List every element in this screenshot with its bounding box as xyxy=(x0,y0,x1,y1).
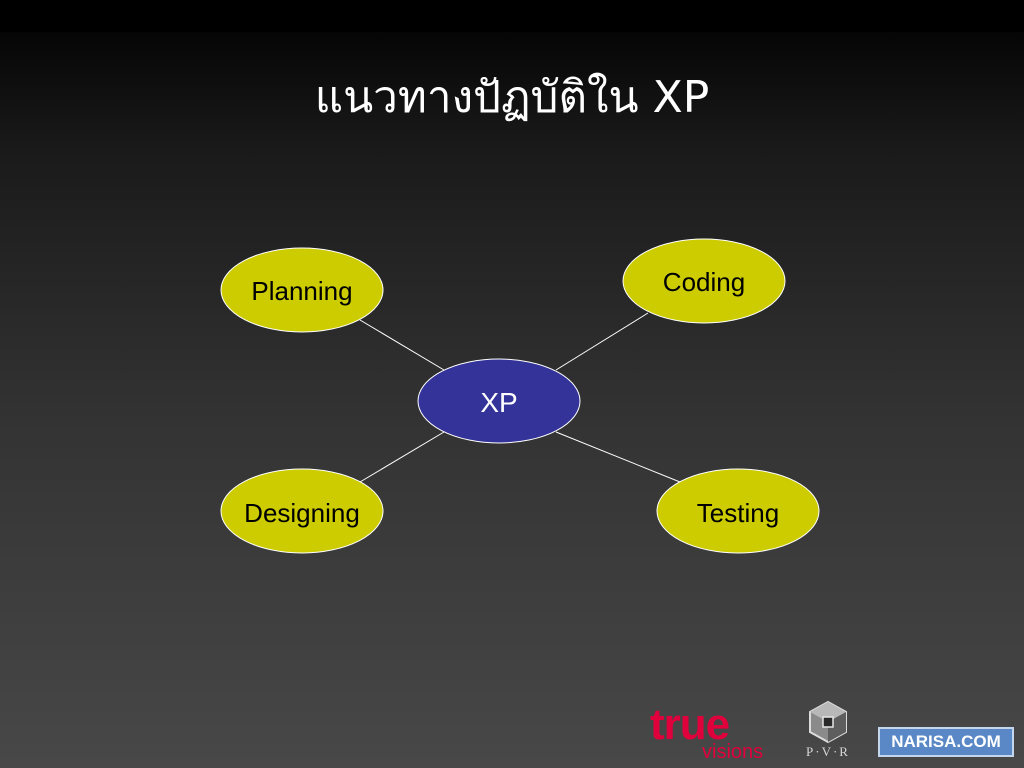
connector-designing xyxy=(359,431,445,483)
true-visions-logo: true visions xyxy=(650,700,780,766)
node-testing: Testing xyxy=(656,468,820,554)
connector-planning xyxy=(359,319,445,371)
connector-coding xyxy=(555,312,649,371)
node-testing-label: Testing xyxy=(697,498,779,528)
narisa-badge: NARISA.COM xyxy=(878,727,1014,757)
node-coding: Coding xyxy=(622,238,786,324)
node-xp-center: XP xyxy=(417,358,581,444)
slide-title: แนวทางปัฏบัติใน XP xyxy=(314,72,710,123)
pvr-cube-icon xyxy=(809,700,847,744)
node-planning-label: Planning xyxy=(251,276,352,306)
true-logo-sub: visions xyxy=(702,741,764,763)
connector-testing xyxy=(555,431,681,483)
node-designing: Designing xyxy=(220,468,384,554)
node-xp-label: XP xyxy=(480,387,517,418)
node-planning: Planning xyxy=(220,247,384,333)
node-coding-label: Coding xyxy=(663,267,745,297)
top-band xyxy=(0,0,1024,32)
pvr-logo: P·V·R xyxy=(792,700,864,766)
true-logo-word: true xyxy=(650,700,730,749)
pvr-logo-text: P·V·R xyxy=(806,744,850,759)
node-designing-label: Designing xyxy=(244,498,360,528)
